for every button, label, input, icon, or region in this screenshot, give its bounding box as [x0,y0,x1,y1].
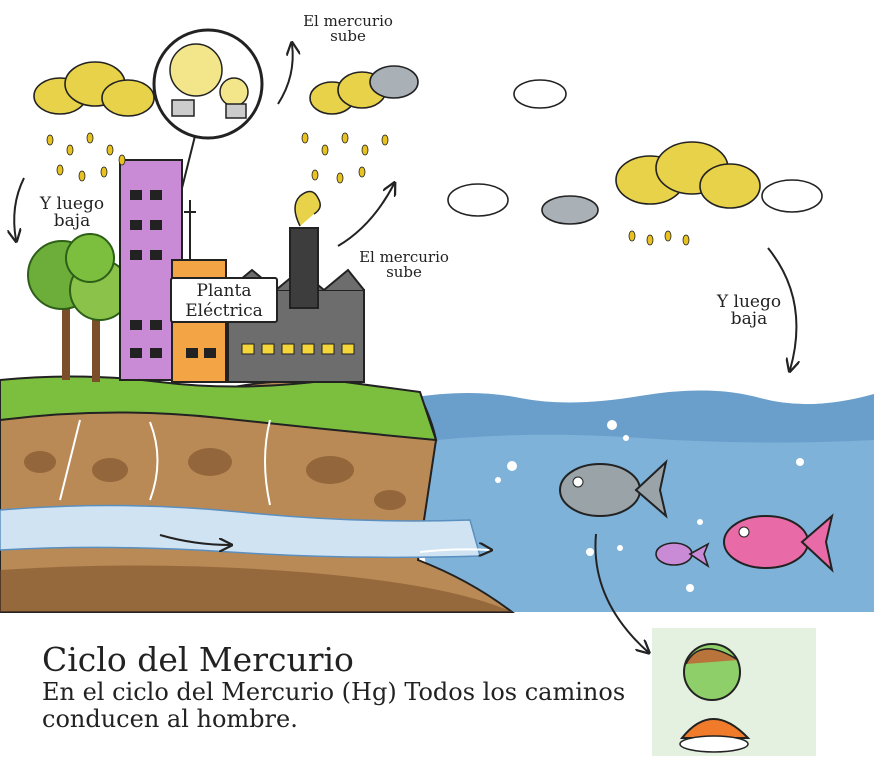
purple-fish [655,542,710,568]
buildings [119,159,365,383]
cycle-arrows [14,44,796,652]
yellow-cloud-right [615,141,761,209]
gray-fish [559,459,668,519]
label-mercury-rises-top-line1: El mercurio [303,12,393,30]
power-plant-sign: Planta Eléctrica [170,277,278,323]
power-plant-sign-line2: Eléctrica [185,301,263,321]
label-mercury-rises-mid-line1: El mercurio [359,248,449,266]
label-then-falls-right: Y luego baja [706,294,792,328]
label-mercury-rises-top-line2: sube [330,27,366,45]
label-then-falls-right-line2: baja [730,309,768,329]
power-plant-sign-line1: Planta [196,281,252,301]
person-eating-fish [652,628,816,756]
gray-cloud [541,195,599,225]
yellow-cloud-mid [309,65,419,115]
label-then-falls-left-line2: baja [53,211,91,231]
white-cloud-small [447,79,823,217]
yellow-cloud-left [33,61,155,117]
label-then-falls-right-line1: Y luego [716,292,782,312]
clouds [33,61,823,225]
label-then-falls-left-line1: Y luego [39,194,105,214]
label-then-falls-left: Y luego baja [30,196,114,230]
rain [46,132,690,246]
label-mercury-rises-mid-line2: sube [386,263,422,281]
broken-lightbulb-zoom [152,28,264,189]
page-title: Ciclo del Mercurio [42,640,354,679]
label-mercury-rises-mid: El mercurio sube [352,250,456,280]
cliff-soil [0,375,515,613]
trees [27,233,131,382]
page-subtitle: En el ciclo del Mercurio (Hg) Todos los … [42,678,626,733]
label-mercury-rises-top: El mercurio sube [300,14,396,44]
pink-fish [723,513,834,573]
sea [410,390,874,612]
